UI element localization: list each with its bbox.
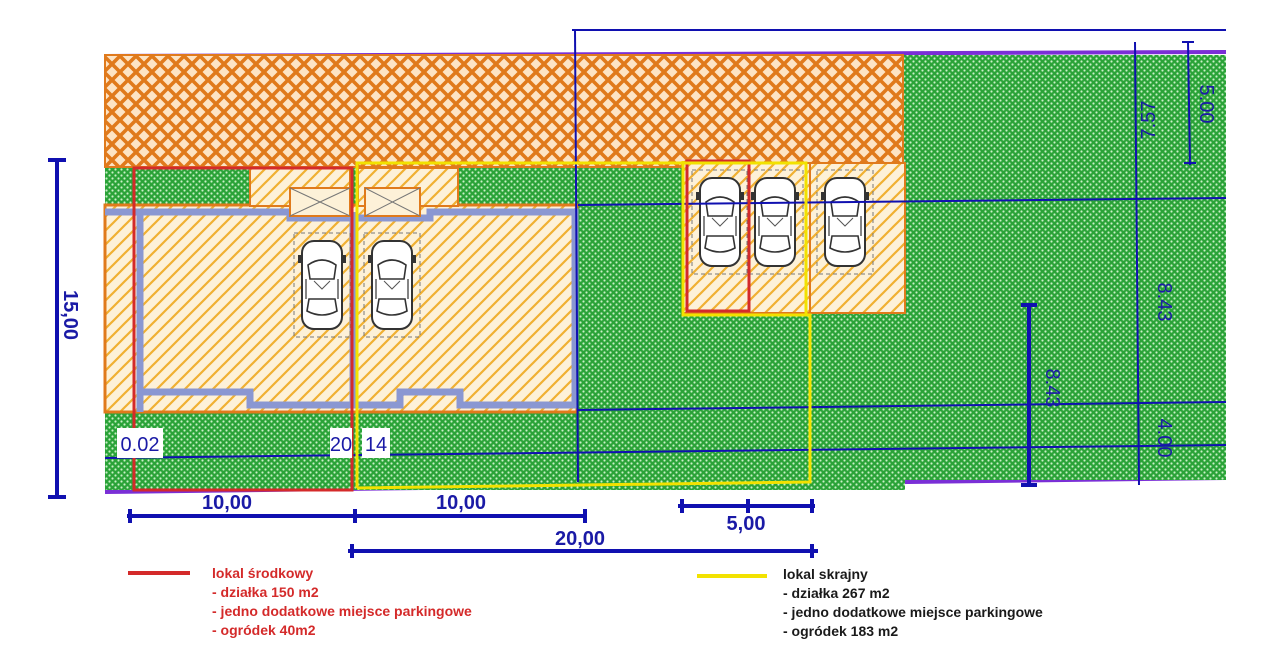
- dim-right-843: 8.43: [1153, 283, 1175, 322]
- legend-end-line3: - ogródek 183 m2: [783, 623, 899, 639]
- car-icon: [293, 232, 351, 338]
- dim-height: 15,00: [59, 290, 81, 340]
- lot-label-a: 0.02: [121, 434, 160, 456]
- car-icon: [816, 169, 874, 275]
- dim-width-mid: 10,00: [436, 492, 486, 514]
- lot-label-b-prefix: 20: [330, 434, 352, 456]
- legend-middle-line1: - działka 150 m2: [212, 584, 319, 600]
- frame-end-unit: [355, 161, 812, 490]
- grid-lines: [104, 29, 1227, 486]
- dim-right-400: 4.00: [1153, 419, 1175, 458]
- dim-width-left: 10,00: [202, 492, 252, 514]
- legend-red-swatch: [128, 571, 190, 575]
- dim-width-total: 20,00: [555, 528, 605, 550]
- car-icon: [691, 169, 749, 275]
- legend-yellow-swatch: [697, 574, 767, 578]
- legend-middle-unit: lokal środkowy - działka 150 m2 - jedno …: [128, 562, 548, 642]
- existing-building: [104, 54, 904, 168]
- legend-middle-line3: - ogródek 40m2: [212, 622, 316, 638]
- legend-end-line1: - działka 267 m2: [783, 585, 890, 601]
- legend-middle-title: lokal środkowy: [212, 565, 314, 581]
- dim-height-line: [48, 158, 66, 499]
- legend-end-line2: - jedno dodatkowe miejsce parkingowe: [783, 604, 1043, 620]
- legend-middle-line2: - jedno dodatkowe miejsce parkingowe: [212, 603, 472, 619]
- dim-mid-843-line: [1021, 303, 1037, 487]
- dim-bottom-lines: [127, 499, 818, 558]
- dim-mid-843: 8.43: [1041, 369, 1063, 408]
- car-icon: [746, 169, 804, 275]
- dim-right-757: 7.57: [1138, 101, 1160, 140]
- car-icon: [363, 232, 421, 338]
- dim-right-500: 5.00: [1195, 85, 1217, 124]
- garden-area-right: [903, 55, 1226, 480]
- legend-end-title: lokal skrajny: [783, 566, 868, 582]
- lot-label-b-suffix: 14: [365, 434, 387, 456]
- legend-end-unit: lokal skrajny - działka 267 m2 - jedno d…: [697, 565, 1117, 645]
- frame-middle-parking: [685, 159, 751, 313]
- dim-width-parking: 5,00: [727, 513, 766, 535]
- frame-middle-unit: [132, 166, 354, 492]
- building-walls: [105, 208, 579, 412]
